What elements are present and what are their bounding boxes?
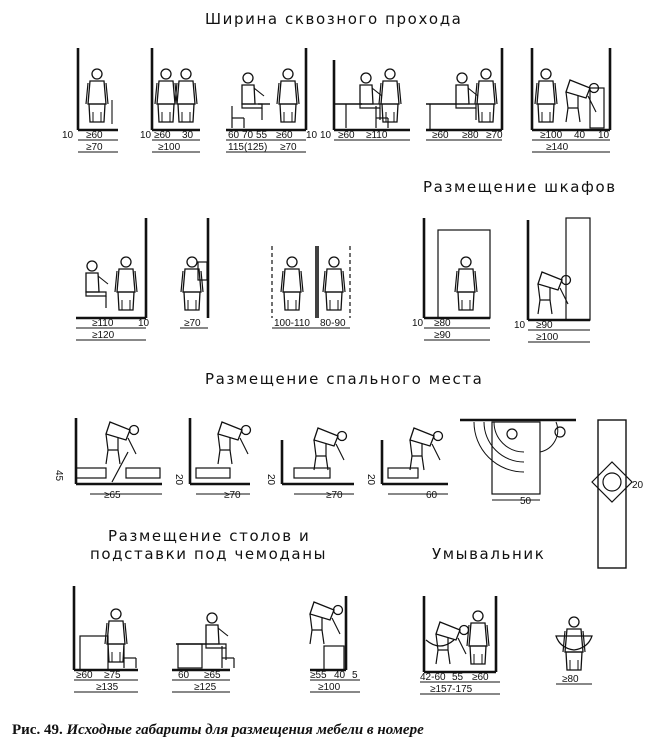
dim-r1-15: ≥60 bbox=[338, 130, 355, 141]
figure-caption-label: Рис. 49. bbox=[12, 722, 63, 738]
heading-tables-line1: Размещение столов и bbox=[108, 527, 311, 545]
dim-r1-13: ≥70 bbox=[280, 142, 297, 153]
dim-r2-1: 10 bbox=[138, 318, 150, 329]
dim-r4-14: ≥80 bbox=[562, 674, 579, 685]
dim-r2-0: ≥110 bbox=[92, 318, 114, 329]
row-wardrobes bbox=[76, 217, 591, 322]
dim-r1-10: ≥60 bbox=[276, 130, 293, 141]
dim-r4-0: ≥60 bbox=[76, 670, 93, 681]
dim-r1-0: 10 bbox=[62, 130, 74, 141]
row-tables-and-washbasin bbox=[72, 586, 593, 674]
dim-r2-11: ≥100 bbox=[536, 332, 559, 343]
dim-r3-8: 50 bbox=[520, 496, 532, 507]
heading-washbasin: Умывальник bbox=[432, 545, 546, 563]
dim-r2-7: ≥80 bbox=[434, 318, 451, 329]
dim-r2-3: ≥70 bbox=[184, 318, 201, 329]
dim-r4-2: ≥135 bbox=[96, 682, 119, 693]
dim-r2-8: ≥90 bbox=[434, 330, 451, 341]
dim-r1-6: ≥100 bbox=[158, 142, 181, 153]
heading-sleeping-place: Размещение спального места bbox=[205, 370, 484, 388]
dim-r2-5: 80-90 bbox=[320, 318, 346, 329]
dim-r3-4: 20 bbox=[265, 474, 276, 486]
dim-r1-1: ≥60 bbox=[86, 130, 103, 141]
dim-r1-9: 55 bbox=[256, 130, 268, 141]
dim-r1-8: 70 bbox=[242, 130, 254, 141]
dim-r3-0: 45 bbox=[53, 470, 64, 482]
dim-r4-10: 42-60 bbox=[420, 672, 446, 683]
dim-r4-3: 60 bbox=[178, 670, 190, 681]
row-passage-width bbox=[76, 48, 612, 132]
dim-r3-5: ≥70 bbox=[326, 490, 343, 501]
dim-r4-1: ≥75 bbox=[104, 670, 121, 681]
heading-wardrobe-placement: Размещение шкафов bbox=[423, 178, 617, 196]
dimension-labels: 10 ≥60 ≥70 10 ≥60 30 ≥100 60 70 55 ≥60 1… bbox=[53, 130, 644, 695]
dim-r1-21: 40 bbox=[574, 130, 586, 141]
dim-r3-9: 20 bbox=[632, 480, 644, 491]
dim-r1-14: 10 bbox=[320, 130, 332, 141]
figure-caption-text: Исходные габариты для размещения мебели … bbox=[66, 722, 424, 738]
dim-r1-16: ≥110 bbox=[366, 130, 388, 141]
dim-r1-20: ≥100 bbox=[540, 130, 563, 141]
dim-r1-17: ≥60 bbox=[432, 130, 449, 141]
dim-r1-4: ≥60 bbox=[154, 130, 171, 141]
dim-r4-13: ≥157-175 bbox=[430, 684, 473, 695]
dim-r1-2: ≥70 bbox=[86, 142, 103, 153]
dim-r1-18: ≥80 bbox=[462, 130, 479, 141]
dim-r2-6: 10 bbox=[412, 318, 424, 329]
dim-r4-8: 5 bbox=[352, 670, 358, 681]
dim-r3-3: ≥70 bbox=[224, 490, 241, 501]
dim-r4-9: ≥100 bbox=[318, 682, 341, 693]
dim-r3-7: 60 bbox=[426, 490, 438, 501]
dim-r1-11: 10 bbox=[306, 130, 318, 141]
dim-r4-11: 55 bbox=[452, 672, 464, 683]
dim-r4-7: 40 bbox=[334, 670, 346, 681]
dim-r1-22: 10 bbox=[598, 130, 610, 141]
dim-r1-19: ≥70 bbox=[486, 130, 503, 141]
heading-tables-line2: подставки под чемоданы bbox=[90, 545, 328, 563]
dim-r3-2: 20 bbox=[173, 474, 184, 486]
dim-r1-12: 115(125) bbox=[228, 142, 267, 153]
furniture-dimensions-figure: 10 ≥60 ≥70 10 ≥60 30 ≥100 60 70 55 ≥60 1… bbox=[53, 48, 644, 695]
heading-passage-width: Ширина сквозного прохода bbox=[205, 10, 463, 28]
figure-caption: Рис. 49. Исходные габариты для размещени… bbox=[12, 722, 424, 739]
dim-r1-23: ≥140 bbox=[546, 142, 569, 153]
dim-r2-2: ≥120 bbox=[92, 330, 115, 341]
dim-r1-7: 60 bbox=[228, 130, 240, 141]
dim-r4-12: ≥60 bbox=[472, 672, 489, 683]
dim-r1-3: 10 bbox=[140, 130, 152, 141]
dim-r4-6: ≥55 bbox=[310, 670, 327, 681]
dim-r2-10: ≥90 bbox=[536, 320, 553, 331]
dim-r2-4: 100-110 bbox=[274, 318, 310, 329]
dim-r3-6: 20 bbox=[365, 474, 376, 486]
dimension-lines bbox=[74, 139, 610, 695]
row-sleeping-place bbox=[74, 418, 633, 569]
dim-r3-1: ≥65 bbox=[104, 490, 121, 501]
dim-r1-5: 30 bbox=[182, 130, 194, 141]
dim-r2-9: 10 bbox=[514, 320, 526, 331]
dim-r4-5: ≥125 bbox=[194, 682, 217, 693]
dim-r4-4: ≥65 bbox=[204, 670, 221, 681]
